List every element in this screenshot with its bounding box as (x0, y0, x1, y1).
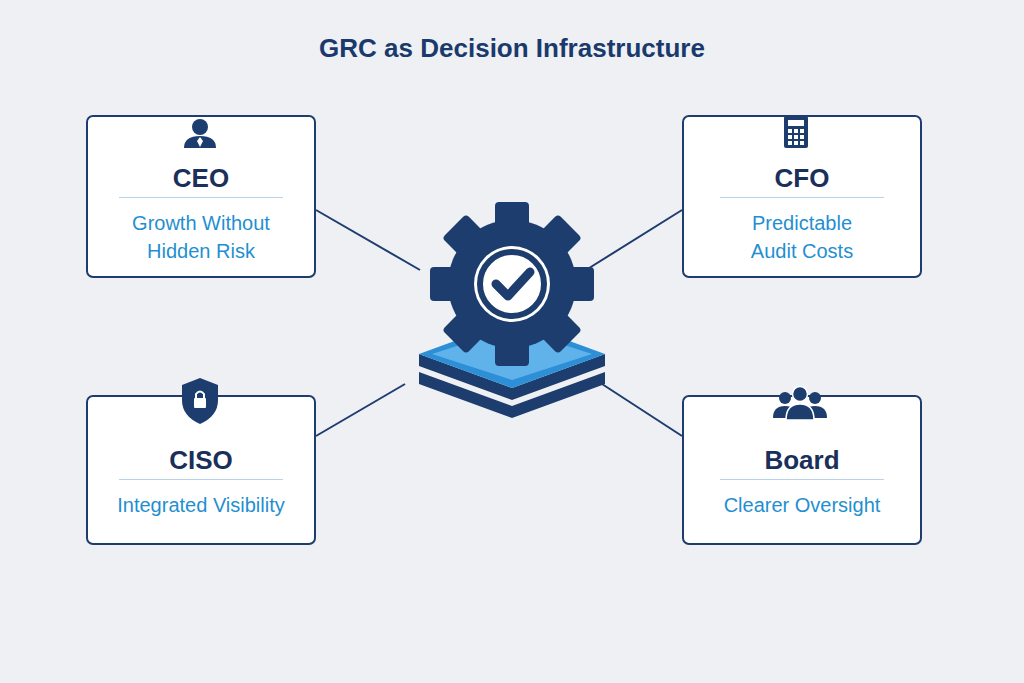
role-box: CFO Predictable Audit Costs (682, 115, 922, 278)
platform (419, 320, 605, 418)
role-benefit: Predictable Audit Costs (730, 209, 874, 265)
platform-top (419, 320, 605, 388)
platform-layer (419, 354, 605, 400)
role-box: CEO Growth Without Hidden Risk (86, 115, 316, 278)
role-heading: CISO (119, 445, 283, 480)
spoke-line (316, 210, 420, 270)
role-benefit: Clearer Oversight (724, 491, 881, 519)
platform-layer (419, 372, 605, 418)
role-heading: CFO (720, 163, 884, 198)
spoke-line (586, 210, 682, 270)
role-benefit: Integrated Visibility (117, 491, 285, 519)
gear-icon (430, 202, 594, 366)
spoke-line (316, 384, 405, 436)
role-heading: CEO (119, 163, 283, 198)
role-box: BoardClearer Oversight (682, 395, 922, 545)
spoke-lines (316, 210, 682, 436)
role-box: CISO Integrated Visibility (86, 395, 316, 545)
diagram-title: GRC as Decision Infrastructure (0, 32, 1024, 64)
role-heading: Board (720, 445, 884, 480)
role-benefit: Growth Without Hidden Risk (129, 209, 273, 265)
platform-top (432, 328, 592, 380)
spoke-line (602, 384, 682, 436)
